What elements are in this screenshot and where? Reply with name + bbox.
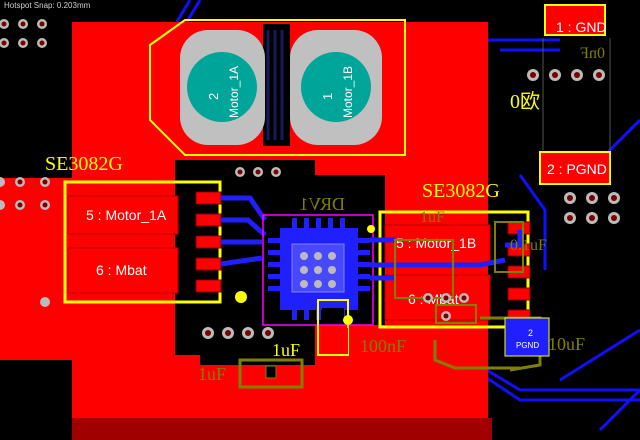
motor-pad-a[interactable]: 2 Motor_1A <box>180 30 265 145</box>
bottom-silkscreen: 1uF 0.1uF 1uF 10uF 100nF <box>198 209 585 389</box>
bottom-copper-edge <box>72 418 492 440</box>
cap-1uF-b-label: 1uF <box>272 340 300 360</box>
cap-1uF-b[interactable]: 1uF <box>272 299 353 360</box>
via-group-bottom-left <box>202 327 274 339</box>
connector-value: 0欧 <box>510 90 540 113</box>
header-title: 电机接口1 右端电机2 <box>290 0 494 13</box>
motor-pad-a-net: Motor_1A <box>227 66 241 118</box>
driver-traces-right <box>370 230 523 281</box>
mosfet-right-pad1: 5 : Motor_1B <box>396 235 476 251</box>
connector-pin1-label: 1 : GND <box>556 19 607 35</box>
mosfet-right-name: SE3082G <box>422 180 500 202</box>
driver-thermal-vias <box>300 252 336 288</box>
cap-1uF-c-label: 1uF <box>198 364 226 384</box>
cap-100nF-label: 100nF <box>360 336 406 356</box>
motor-pad-b-net: Motor_1B <box>341 66 355 118</box>
snap-status-text: Hotspot Snap: 0.203mm <box>2 1 93 10</box>
cap-0.1uF-label: 0.1uF <box>510 237 547 254</box>
via-group-bottom-middle <box>423 293 469 321</box>
motor-connector-outline <box>149 19 406 156</box>
driver-traces-left <box>220 195 268 267</box>
small-pgnd-pad[interactable]: 2 PGND <box>504 317 550 357</box>
driver-designator: DRV1 <box>299 194 345 214</box>
right-connector[interactable]: 1 : GND 2 : PGND 0欧 0nF <box>510 0 611 188</box>
via-group-right-top <box>527 69 605 81</box>
motor-pad-b-number: 1 <box>320 93 335 100</box>
motor-pad-b[interactable]: 1 Motor_1B <box>290 30 382 145</box>
via-pair-upper <box>235 167 281 177</box>
mosfet-left-pad1: 5 : Motor_1A <box>86 207 167 223</box>
motor-pad-a-number: 2 <box>206 93 221 100</box>
cap-10uF-label: 10uF <box>548 334 585 354</box>
mosfet-left-name: SE3082G <box>45 153 123 175</box>
small-pad-net: PGND <box>516 341 539 350</box>
via-group-top-left <box>0 19 47 48</box>
mosfet-left[interactable]: SE3082G 5 : Motor_1A 6 : Mbat <box>45 153 247 304</box>
via-group-left <box>0 177 50 210</box>
connector-pin2-label: 2 : PGND <box>547 161 607 177</box>
connector-slot-hatch <box>266 30 284 140</box>
via-single <box>40 297 50 307</box>
small-pad-number: 2 <box>528 328 533 338</box>
mirrored-cap-label: 0nF <box>580 45 605 62</box>
mosfet-left-pad2: 6 : Mbat <box>96 262 147 278</box>
via-group-right-bottom <box>564 192 620 224</box>
cap-1uF-a-label: 1uF <box>420 209 445 226</box>
